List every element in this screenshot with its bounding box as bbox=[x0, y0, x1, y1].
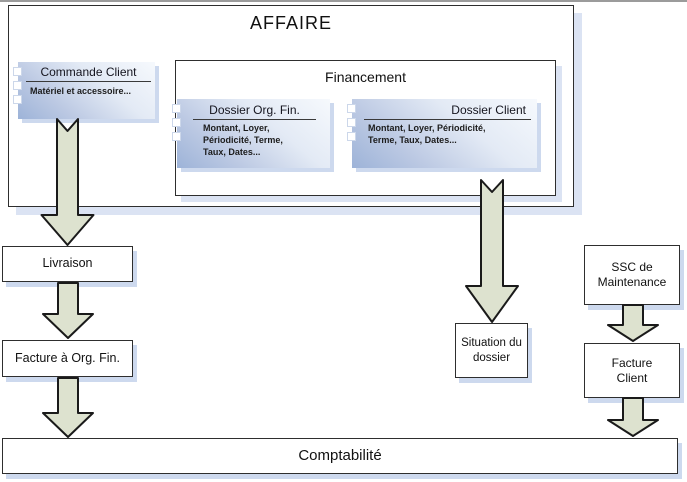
arrow-ssc-to-facture-client-icon bbox=[607, 304, 659, 342]
arrow-livraison-to-facture-icon bbox=[42, 282, 94, 339]
body-line: Montant, Loyer, Périodicité, bbox=[368, 123, 486, 133]
dossier-client-body: Montant, Loyer, Périodicité, Terme, Taux… bbox=[352, 120, 537, 146]
top-border-rule bbox=[0, 0, 687, 2]
facture-org-fin-box: Facture à Org. Fin. bbox=[2, 340, 133, 377]
component-tab-icon bbox=[172, 132, 181, 141]
body-line: Terme, Taux, Dates... bbox=[368, 135, 457, 146]
body-line: Périodicité, Terme, bbox=[203, 135, 283, 146]
facture-client-line: Client bbox=[616, 370, 648, 385]
arrow-facture-client-to-comptabilite-icon bbox=[607, 397, 659, 437]
livraison-label: Livraison bbox=[42, 256, 93, 271]
affaire-title: AFFAIRE bbox=[249, 13, 332, 33]
ssc-line: SSC de bbox=[611, 260, 653, 274]
commande-client-body: Matériel et accessoire... bbox=[30, 86, 132, 96]
body-line: Taux, Dates... bbox=[203, 147, 261, 158]
dossier-org-fin-title: Dossier Org. Fin. bbox=[193, 103, 316, 120]
component-tab-icon bbox=[172, 118, 181, 127]
component-tab-icon bbox=[347, 132, 356, 141]
component-tab-icon bbox=[13, 95, 22, 104]
financement-title: Financement bbox=[325, 69, 406, 85]
facture-org-fin-label: Facture à Org. Fin. bbox=[15, 350, 120, 365]
situation-dossier-box: Situation du dossier bbox=[455, 323, 528, 378]
body-line: Montant, Loyer, bbox=[203, 123, 270, 133]
arrow-commande-to-livraison-icon bbox=[40, 118, 95, 246]
commande-client-component: Commande Client Matériel et accessoire..… bbox=[13, 62, 155, 119]
dossier-client-title: Dossier Client bbox=[364, 103, 531, 120]
arrow-dossier-client-to-situation-icon bbox=[465, 179, 519, 323]
situation-line: Situation du bbox=[461, 337, 522, 350]
facture-client-line: Facture bbox=[611, 355, 653, 370]
ssc-maintenance-box: SSC de Maintenance bbox=[584, 245, 680, 305]
component-tab-icon bbox=[347, 104, 356, 113]
dossier-org-fin-component: Dossier Org. Fin. Montant, Loyer, Périod… bbox=[172, 99, 330, 168]
comptabilite-bar: Comptabilité bbox=[2, 438, 678, 474]
component-tab-icon bbox=[13, 81, 22, 90]
comptabilite-label: Comptabilité bbox=[298, 446, 382, 464]
dossier-org-fin-body: Montant, Loyer, Périodicité, Terme, Taux… bbox=[177, 120, 330, 158]
component-tab-icon bbox=[172, 104, 181, 113]
ssc-line: Maintenance bbox=[597, 275, 667, 289]
dossier-client-component: Dossier Client Montant, Loyer, Périodici… bbox=[347, 99, 537, 168]
facture-client-box: Facture Client bbox=[584, 343, 680, 398]
component-tab-icon bbox=[347, 118, 356, 127]
situation-line: dossier bbox=[472, 351, 511, 364]
component-tab-icon bbox=[13, 67, 22, 76]
livraison-box: Livraison bbox=[2, 246, 133, 282]
commande-client-title: Commande Client bbox=[26, 65, 151, 82]
arrow-facture-to-comptabilite-icon bbox=[42, 377, 94, 438]
